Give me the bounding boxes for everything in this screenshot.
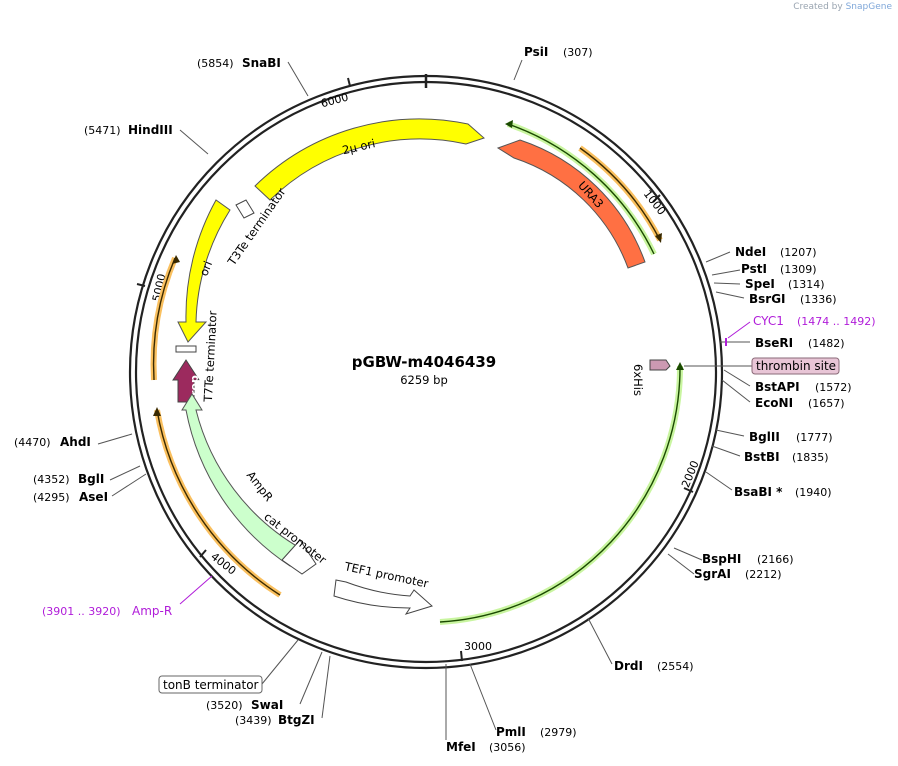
site-psii-name: PsiI [524, 45, 548, 59]
brand-created-by: Created by [793, 2, 843, 12]
site-bsrgi-name: BsrGI [749, 292, 786, 306]
tonb-terminator-label: tonB terminator [163, 678, 259, 692]
feature-6xhis[interactable]: 6xHis [631, 359, 671, 396]
site-bsabi-pos: (1940) [795, 486, 832, 499]
site-snabi-name: SnaBI [242, 56, 281, 70]
site-bstapi-name: BstAPI [755, 380, 800, 394]
site-drdi-name: DrdI [614, 659, 643, 673]
site-spei-name: SpeI [745, 277, 775, 291]
primer-cyc1-name: CYC1 [753, 314, 784, 328]
site-econi-name: EcoNI [755, 396, 793, 410]
site-sgrai-name: SgrAI [694, 567, 731, 581]
site-ahdi-name: AhdI [60, 435, 91, 449]
site-btgzi-name: BtgZI [278, 713, 315, 727]
feature-ampr[interactable]: AmpR [181, 393, 301, 567]
site-ahdi-pos: (4470) [14, 436, 51, 449]
site-mfei-name: MfeI [446, 740, 476, 754]
site-asei-pos: (4295) [33, 491, 70, 504]
tonb-terminator-box[interactable] [158, 675, 263, 694]
site-ndei-pos: (1207) [780, 246, 817, 259]
site-pmli-pos: (2979) [540, 726, 577, 739]
feature-rop[interactable]: rop [172, 359, 201, 403]
site-snabi-pos: (5854) [197, 57, 234, 70]
brand-name: SnapGene [845, 2, 892, 12]
site-hindiii-pos: (5471) [84, 124, 121, 137]
primer-tracks [150, 145, 663, 598]
restriction-sites-right: PsiI (307) NdeI (1207) PstI (1309) SpeI … [446, 45, 876, 754]
label-6xhis: 6xHis [631, 364, 645, 396]
site-ndei-name: NdeI [735, 245, 766, 259]
feature-t7te-terminator[interactable]: T7Te terminator [175, 310, 220, 403]
site-psti-name: PstI [741, 262, 767, 276]
tick-label-3000: 3000 [464, 640, 492, 653]
site-spei-pos: (1314) [788, 278, 825, 291]
site-bglii-pos: (1777) [796, 431, 833, 444]
feature-ori[interactable]: ori [177, 199, 231, 343]
label-rop: rop [188, 375, 201, 396]
leader-lines [97, 59, 752, 740]
green-tracks [439, 120, 684, 625]
site-bgli-name: BglI [78, 472, 104, 486]
site-pmli-name: PmlI [496, 725, 526, 739]
site-sgrai-pos: (2212) [745, 568, 782, 581]
site-bseri-name: BseRI [755, 336, 793, 350]
site-bstbi-pos: (1835) [792, 451, 829, 464]
feature-2mu-ori[interactable]: 2μ ori [254, 118, 485, 201]
snapgene-brand: Created by SnapGene [793, 2, 892, 12]
site-bglii-name: BglII [749, 430, 780, 444]
site-btgzi-pos: (3439) [235, 714, 272, 727]
primer-ampr-name: Amp-R [132, 604, 172, 618]
primer-leader-lines [179, 321, 751, 605]
feature-tef1-promoter[interactable]: TEF1 promoter [333, 559, 433, 615]
site-mfei-pos: (3056) [489, 741, 526, 754]
backbone [128, 74, 724, 670]
feature-t3te-terminator[interactable]: T3Te terminator [224, 185, 289, 269]
label-ori: ori [197, 259, 216, 278]
site-hindiii-name: HindIII [128, 123, 173, 137]
label-t3te-terminator: T3Te terminator [224, 185, 289, 269]
site-swai-name: SwaI [251, 698, 283, 712]
label-ampr: AmpR [244, 468, 276, 504]
site-asei-name: AseI [79, 490, 108, 504]
primer-cyc1-range: (1474 .. 1492) [797, 315, 876, 328]
site-bgli-pos: (4352) [33, 473, 70, 486]
site-psti-pos: (1309) [780, 263, 817, 276]
site-bstbi-name: BstBI [744, 450, 780, 464]
primer-ampr-range: (3901 .. 3920) [42, 605, 121, 618]
site-econi-pos: (1657) [808, 397, 845, 410]
plasmid-length: 6259 bp [400, 373, 448, 387]
site-psii-pos: (307) [563, 46, 593, 59]
site-drdi-pos: (2554) [657, 660, 694, 673]
thrombin-site-label: thrombin site [756, 359, 836, 373]
site-bsphi-pos: (2166) [757, 553, 794, 566]
plasmid-name: pGBW-m4046439 [352, 353, 496, 371]
label-t7te-terminator: T7Te terminator [201, 310, 220, 403]
site-bsabi-name: BsaBI * [734, 485, 783, 499]
site-bseri-pos: (1482) [808, 337, 845, 350]
site-swai-pos: (3520) [206, 699, 243, 712]
thrombin-site-box[interactable] [751, 357, 840, 375]
site-bsrgi-pos: (1336) [800, 293, 837, 306]
site-bsphi-name: BspHI [702, 552, 741, 566]
site-bstapi-pos: (1572) [815, 381, 852, 394]
restriction-sites-left: tonB terminator BtgZI (3439) SwaI (3520)… [14, 56, 315, 727]
